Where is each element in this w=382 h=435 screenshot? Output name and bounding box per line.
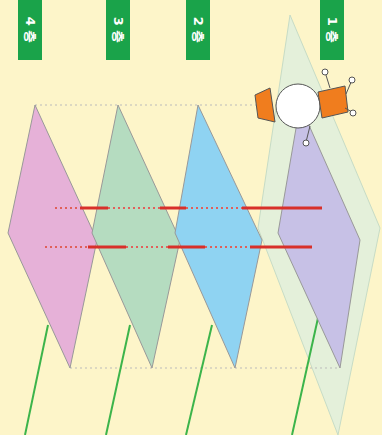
layer-label-box: 3 층 xyxy=(106,0,130,60)
leader-line xyxy=(106,325,130,435)
plane xyxy=(258,15,380,435)
layer-shape xyxy=(92,105,180,368)
layer-shape xyxy=(278,105,360,368)
layer-label-box: 2 층 xyxy=(186,0,210,60)
layer-label: 1 층 xyxy=(323,17,341,44)
layer-label-box: 4 층 xyxy=(18,0,42,60)
mascot xyxy=(255,69,356,146)
layer-label-box: 1 층 xyxy=(320,0,344,60)
layer-shape xyxy=(8,105,97,368)
layer-shape xyxy=(175,105,262,368)
red-lines xyxy=(80,208,322,247)
leader-line xyxy=(292,318,318,435)
layer-label: 4 층 xyxy=(21,17,39,44)
guide-line xyxy=(70,368,340,369)
layer-label: 3 층 xyxy=(109,17,127,44)
layer-label: 2 층 xyxy=(189,17,207,44)
leader-line xyxy=(25,325,48,435)
red-dotted xyxy=(45,208,250,247)
leader-line xyxy=(186,325,212,435)
